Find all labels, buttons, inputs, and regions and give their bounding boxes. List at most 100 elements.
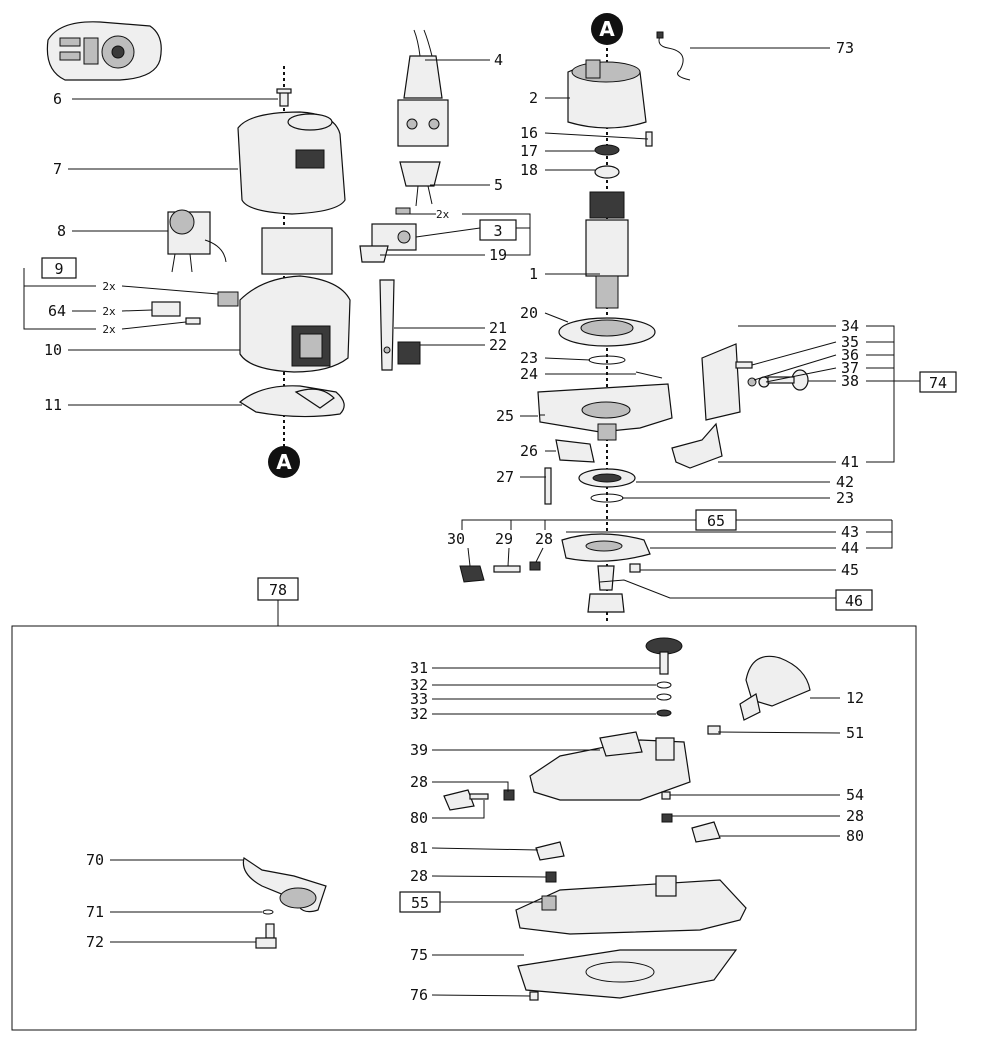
part-label-2: 2 (529, 89, 538, 107)
part-label-22: 22 (489, 336, 507, 354)
part-label-44: 44 (841, 539, 859, 557)
group-box-74 (919, 371, 957, 393)
part-label-7: 7 (53, 160, 62, 178)
part-label-33: 33 (410, 690, 428, 708)
marker-a-bottom (268, 446, 300, 478)
part-39-guide-base-drawing (529, 731, 691, 801)
part-label-5: 5 (494, 176, 503, 194)
marker-a-top-text: A (599, 17, 615, 41)
group-label-9: 9 (54, 260, 63, 278)
part-42-bearing-drawing (578, 468, 636, 488)
part-label-26: 26 (520, 442, 538, 460)
part-label-36: 36 (841, 346, 859, 364)
part-label-8: 8 (57, 222, 66, 240)
part-label-32-lower: 32 (410, 705, 428, 723)
part-label-41: 41 (841, 453, 859, 471)
part-35-36-37-38-adjuster-drawing (735, 361, 809, 391)
part-label-21: 21 (489, 319, 507, 337)
group-box-9 (41, 257, 77, 279)
part-label-34: 34 (841, 317, 859, 335)
part-20-fan-drawing (558, 317, 656, 347)
part-2-stator-drawing (567, 59, 647, 129)
group-box-65 (695, 509, 737, 531)
part-label-4: 4 (494, 51, 503, 69)
part-1-armature-drawing (585, 191, 629, 309)
part-number-labels: 6 7 8 64 10 11 4 5 19 21 22 2 16 17 18 1… (44, 39, 864, 1004)
part-label-17: 17 (520, 142, 538, 160)
part-label-73: 73 (836, 39, 854, 57)
part-label-76: 76 (410, 986, 428, 1004)
marker-a-bottom-text: A (276, 450, 292, 474)
part-28-29-30-lever-drawing (459, 561, 541, 583)
part-81-thumbscrew-drawing (535, 841, 565, 861)
part-6-screw-drawing (276, 88, 292, 107)
group-label-65: 65 (707, 512, 725, 530)
part-label-28-guide: 28 (410, 773, 428, 791)
part-label-12: 12 (846, 689, 864, 707)
group-box-46 (835, 589, 873, 611)
part-19-clip-drawing (359, 245, 389, 263)
control-panel-drawing (46, 21, 162, 81)
part-76-screw-drawing (529, 991, 539, 1001)
part-label-64: 64 (48, 302, 66, 320)
part-34-guide-plate-drawing (701, 343, 741, 421)
marker-a-top (591, 13, 623, 45)
part-label-31: 31 (410, 659, 428, 677)
quantity-label-brush: 2x (102, 305, 116, 318)
group-label-74: 74 (929, 374, 947, 392)
group-box-78 (257, 577, 299, 601)
part-label-42: 42 (836, 473, 854, 491)
group-label-55: 55 (411, 894, 429, 912)
quantity-label-brush-holder: 2x (102, 280, 116, 293)
part-label-32-upper: 32 (410, 676, 428, 694)
part-75-base-pad-drawing (517, 949, 738, 999)
group-label-3: 3 (493, 222, 502, 240)
part-27-bolt-drawing (544, 467, 552, 505)
quantity-label-screws: 2x (436, 208, 450, 221)
part-label-80-left: 80 (410, 809, 428, 827)
part-44-clamp-ring-drawing (561, 533, 651, 562)
part-label-30: 30 (447, 530, 465, 548)
part-11-gasket-drawing (238, 385, 345, 418)
leader-lines (23, 47, 920, 997)
quantity-label-brush-screw: 2x (102, 323, 116, 336)
part-label-81: 81 (410, 839, 428, 857)
part-label-23-upper: 23 (520, 349, 538, 367)
part-24-spring-drawing (635, 371, 663, 379)
part-label-70: 70 (86, 851, 104, 869)
part-label-20: 20 (520, 304, 538, 322)
part-label-27: 27 (496, 468, 514, 486)
part-32-33-washers-drawing (656, 681, 672, 717)
part-label-38: 38 (841, 372, 859, 390)
group-label-46: 46 (845, 592, 863, 610)
part-5-switch-drawing (399, 161, 441, 207)
part-label-28-right: 28 (846, 807, 864, 825)
part-label-6: 6 (53, 90, 62, 108)
part-label-23-lower: 23 (836, 489, 854, 507)
part-54-nut-drawing (661, 791, 671, 800)
part-label-45: 45 (841, 561, 859, 579)
part-17-washer-drawing (594, 144, 620, 156)
part-80-thumbscrews-drawing (443, 789, 721, 843)
part-label-28-base: 28 (410, 867, 428, 885)
part-71-washer-drawing (262, 909, 274, 915)
part-22-slider-drawing (397, 341, 421, 365)
part-label-19: 19 (489, 246, 507, 264)
part-label-54: 54 (846, 786, 864, 804)
part-label-1: 1 (529, 265, 538, 283)
part-label-51: 51 (846, 724, 864, 742)
part-26-clamp-drawing (555, 439, 595, 463)
part-label-16: 16 (520, 124, 538, 142)
part-label-80-right: 80 (846, 827, 864, 845)
part-label-43: 43 (841, 523, 859, 541)
part-10-lower-housing-drawing (239, 227, 351, 373)
part-12-handle-drawing (739, 655, 811, 721)
part-label-71: 71 (86, 903, 104, 921)
group-label-78: 78 (269, 581, 287, 599)
part-label-25: 25 (496, 407, 514, 425)
part-55-base-plate-drawing (515, 875, 747, 935)
part-label-72: 72 (86, 933, 104, 951)
part-4-cable-drawing (397, 29, 449, 147)
part-46-collet-drawing (587, 565, 625, 613)
